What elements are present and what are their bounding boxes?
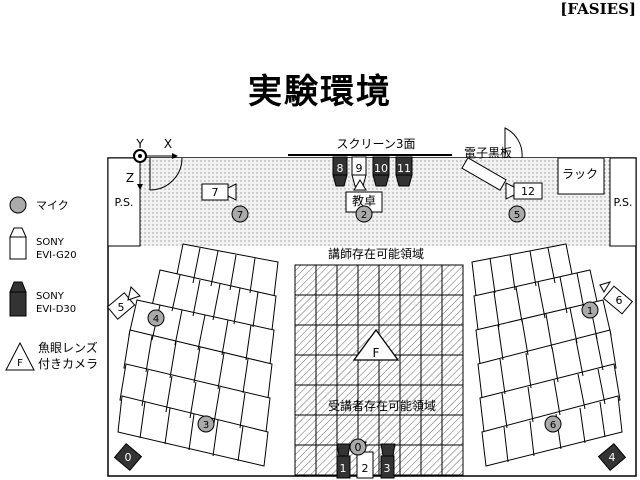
mic-7 [231,205,249,223]
camera-bottom-3-label: 3 [384,462,391,475]
right-seats [471,243,623,467]
mic-2 [355,205,373,223]
mic-7-label: 7 [237,210,243,221]
legend-fisheye-line1: 魚眼レンズ [38,340,98,355]
camera-bottom-1 [336,455,351,479]
fisheye-center-label: F [373,346,380,360]
legend-mic-label: マイク [36,199,69,212]
podium-label: 教卓 [352,193,376,208]
camera-6-label: 6 [616,294,623,307]
rack-label: ラック [562,167,598,181]
mic-4-label: 4 [153,314,159,325]
legend-fisheye-icon [5,341,35,371]
ps-right-label: P.S. [614,196,633,209]
z-axis-label: Z [126,171,134,185]
legend-fisheye-symbol: F [17,358,23,369]
mic-group [147,205,599,456]
camera-10-label: 10 [374,162,388,175]
mic-5 [508,205,526,223]
door-right [504,127,523,159]
left-seat-dividers [139,247,259,462]
page-title: 実験環境 [248,72,392,112]
camera-7-label: 7 [212,186,219,199]
rack-box [557,157,605,195]
fisheye-top-icon [353,179,367,191]
camera-9-label: 9 [356,162,363,175]
mic-2-label: 2 [361,210,367,221]
camera-bottom-3 [380,455,395,479]
screen-label: スクリーン3面 [336,137,415,151]
legend-evi-g20-line1: SONY [36,237,65,248]
camera-12 [505,182,543,200]
mic-3-label: 3 [203,420,209,431]
camera-7 [201,183,237,201]
header-tag: [FASIES] [560,0,636,18]
camera-0-left [113,442,143,472]
legend-evi-g20-icon [9,227,27,260]
camera-4-right-label: 4 [609,451,616,464]
left-seats [117,243,279,467]
mic-3 [197,415,215,433]
ps-right-box [609,157,637,247]
camera-6 [599,281,634,315]
legend-evi-d30-icon [9,281,27,317]
legend-fisheye-line2: 付きカメラ [38,357,98,371]
legend-mic-icon [9,196,27,214]
camera-8-label: 8 [337,162,344,175]
mic-1 [581,301,599,319]
legend-evi-d30-line1: SONY [36,291,65,302]
camera-bottom-2-label: 2 [362,462,369,475]
audience-grid [295,265,463,475]
camera-12-label: 12 [521,185,535,198]
legend-evi-d30-line2: EVI-D30 [36,304,76,315]
camera-5-label: 5 [118,301,125,314]
right-seat-dividers [489,247,606,463]
x-axis-label: X [164,137,172,151]
mic-4 [147,309,165,327]
camera-5 [106,286,141,320]
camera-bottom-2 [356,451,374,479]
ps-left-box [107,157,141,247]
fisheye-camera-center [352,328,400,361]
legend-evi-g20-line2: EVI-G20 [36,250,77,261]
camera-bottom-1-label: 1 [340,462,347,475]
mic-5-label: 5 [514,210,520,221]
camera-4-right [597,442,627,472]
ps-left-label: P.S. [115,196,134,209]
y-axis-label: Y [135,137,144,151]
mic-6 [544,415,562,433]
board-label: 電子黒板 [464,146,512,160]
mic-0 [349,438,367,456]
camera-0-left-label: 0 [125,451,132,464]
audience-area-label: 受講者存在可能領域 [328,398,436,413]
camera-group-top [332,156,413,191]
lecturer-area-label: 講師存在可能領域 [328,246,424,261]
door-left [149,157,183,191]
camera-11-label: 11 [397,162,411,175]
mic-0-label: 0 [355,441,362,454]
mic-6-label: 6 [550,420,556,431]
mic-1-label: 1 [587,306,593,317]
electronic-board [461,157,507,191]
